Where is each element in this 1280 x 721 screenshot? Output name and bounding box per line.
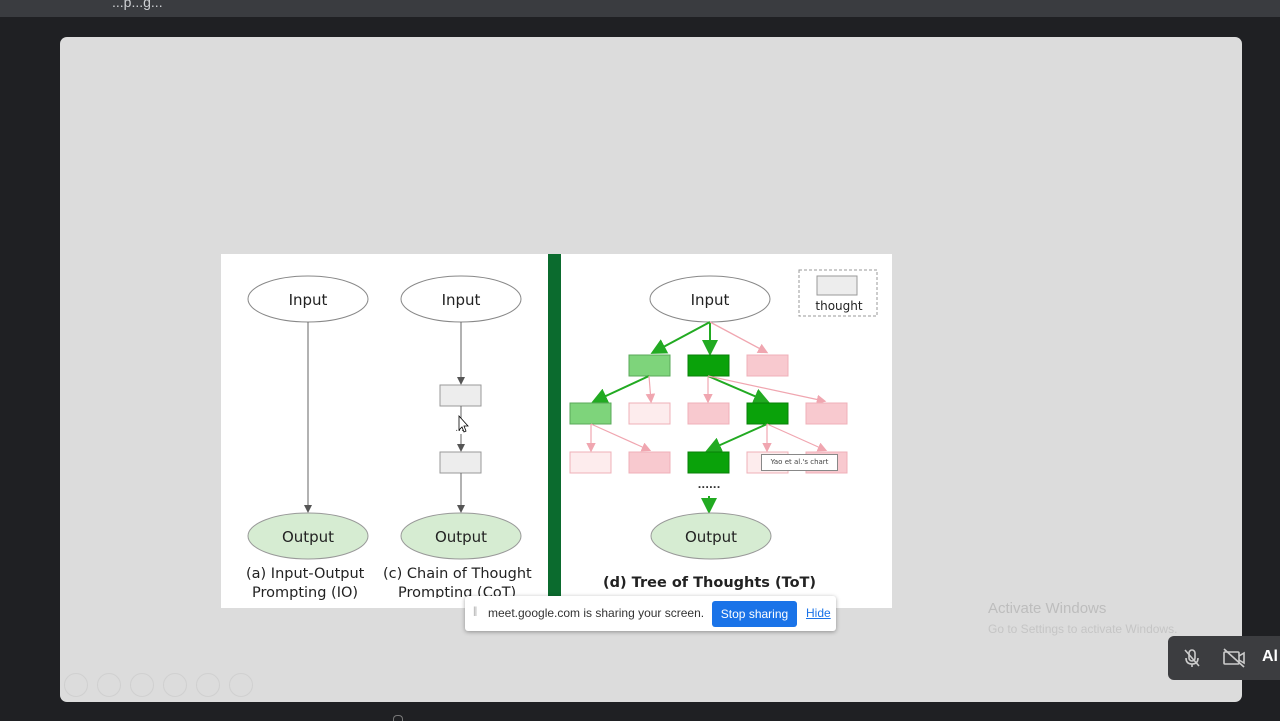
cot-thought-2 xyxy=(439,451,482,474)
tot-edge xyxy=(590,423,652,452)
tot-thought xyxy=(628,354,671,377)
screen-share-bar: || meet.google.com is sharing your scree… xyxy=(465,596,836,631)
share-message: meet.google.com is sharing your screen. xyxy=(488,606,705,620)
cot-caption-line2: Prompting (CoT) xyxy=(398,585,517,598)
io-input-label: Input xyxy=(289,291,328,309)
pen-icon[interactable] xyxy=(130,673,154,697)
next-icon[interactable] xyxy=(97,673,121,697)
mic-off-icon[interactable] xyxy=(1178,644,1206,672)
tot-thought xyxy=(805,402,848,425)
tot-caption: (d) Tree of Thoughts (ToT) xyxy=(603,575,817,591)
io-output-node xyxy=(247,512,369,560)
tot-edge xyxy=(645,375,656,404)
tot-thought xyxy=(569,451,612,474)
window-title: ...p...g... xyxy=(112,0,163,10)
cot-thought-1 xyxy=(439,384,482,407)
tot-thought xyxy=(569,402,612,425)
prompting-figure: Input Output Input .... Output Input tho… xyxy=(221,254,892,608)
mouse-cursor-icon xyxy=(458,414,469,433)
tot-edge xyxy=(650,321,711,354)
legend-thought-swatch xyxy=(816,275,858,296)
browser-top-bar: ...p...g... xyxy=(0,0,1280,17)
tot-thought xyxy=(687,354,730,377)
tot-thought xyxy=(746,354,789,377)
tot-thought xyxy=(628,402,671,425)
tot-edge xyxy=(591,375,650,404)
tot-output-label: Output xyxy=(685,528,737,546)
tot-output-node xyxy=(650,512,772,560)
tot-edge xyxy=(707,375,827,405)
camera-off-icon[interactable] xyxy=(1220,644,1248,672)
taskbar-indicator xyxy=(393,715,403,721)
tot-thought xyxy=(746,402,789,425)
zoom-icon[interactable] xyxy=(196,673,220,697)
more-icon[interactable] xyxy=(229,673,253,697)
chart-tooltip: Yao et al.'s chart xyxy=(761,454,838,471)
legend-box xyxy=(798,269,878,317)
stop-sharing-button[interactable]: Stop sharing xyxy=(712,601,797,627)
io-output-label: Output xyxy=(282,528,334,546)
drag-handle[interactable]: || xyxy=(473,606,477,617)
tot-thought xyxy=(687,402,730,425)
legend-thought-label: thought xyxy=(815,299,862,313)
tot-thought xyxy=(687,451,730,474)
copy-icon[interactable] xyxy=(163,673,187,697)
prev-icon[interactable] xyxy=(64,673,88,697)
controls-partial-label: Al xyxy=(1262,648,1278,665)
io-caption-line2: Prompting (IO) xyxy=(252,585,359,601)
tot-edge xyxy=(766,423,828,452)
tot-input-label: Input xyxy=(691,291,730,309)
activate-windows-subtitle: Go to Settings to activate Windows. xyxy=(988,622,1178,636)
cot-output-node xyxy=(400,512,522,560)
figure-diagram: Input Output Input .... Output Input tho… xyxy=(247,254,878,608)
tot-thought xyxy=(628,451,671,474)
tot-edge xyxy=(707,375,770,404)
hide-link[interactable]: Hide xyxy=(806,606,831,620)
cot-input-label: Input xyxy=(442,291,481,309)
activate-windows-title: Activate Windows xyxy=(988,600,1107,617)
tot-dots: ...... xyxy=(698,480,721,491)
tot-edge xyxy=(705,423,768,453)
cot-output-label: Output xyxy=(435,528,487,546)
cot-caption-line1: (c) Chain of Thought xyxy=(383,566,532,582)
meet-controls: Al xyxy=(1168,636,1280,680)
cot-dots: .... xyxy=(455,424,466,434)
slide-nav-toolbar xyxy=(62,673,262,697)
tot-edge xyxy=(709,321,769,354)
io-caption-line1: (a) Input-Output xyxy=(246,566,365,582)
section-divider xyxy=(548,254,561,608)
